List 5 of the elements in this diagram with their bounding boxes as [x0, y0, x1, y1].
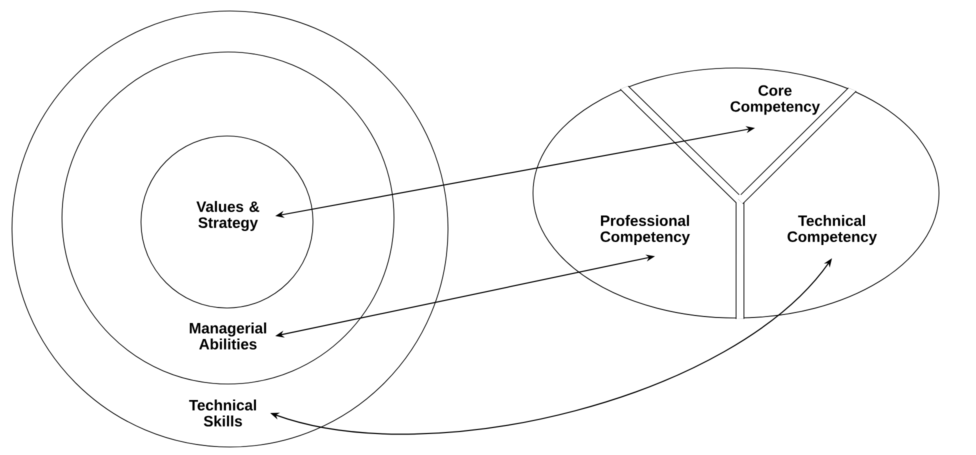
segment-label: Technical Competency — [788, 215, 877, 245]
segmented-ellipse — [532, 67, 940, 319]
segment-label: Professional Competency — [600, 215, 690, 245]
ring: Values & Strategy — [140, 136, 314, 308]
segment-label: Core Competency — [730, 85, 820, 115]
